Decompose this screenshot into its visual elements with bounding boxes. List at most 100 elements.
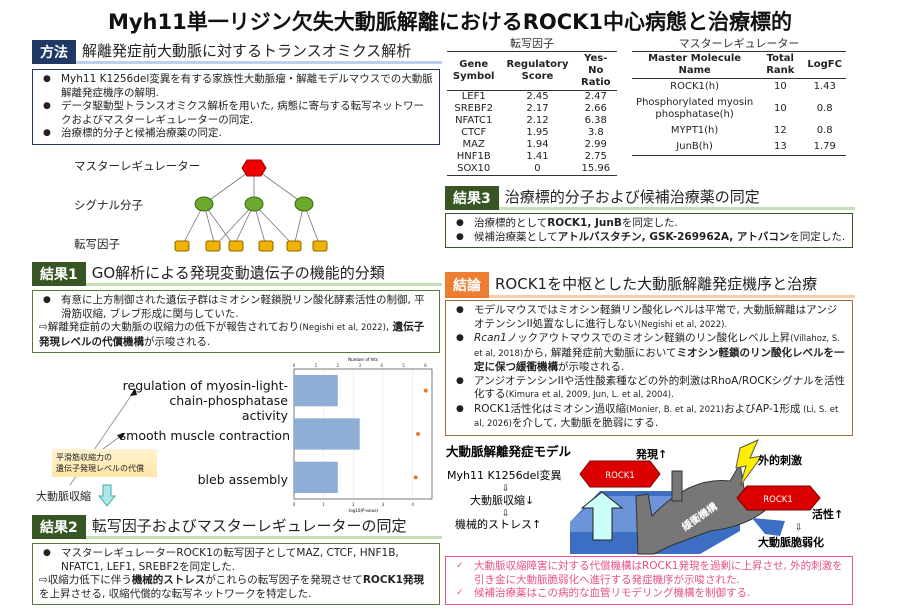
column-header: Total Rank: [766, 53, 795, 76]
conclusion-bullet: Rcan1ノックアウトマウスでのミオシン軽鎖のリン酸化レベル上昇(Villaho…: [452, 332, 846, 375]
note-text: ⇨解離発症前の大動脈の収縮力の低下が報告されており: [39, 321, 300, 333]
result2-box: マスターレギュレーターROCK1の転写因子としてMAZ, CTCF, HNF1B…: [32, 543, 440, 605]
result1-box: 有意に上方制御された遺伝子群はミオシン軽鎖脱リン酸化酵素活性の制御, 平滑筋収縮…: [32, 290, 440, 353]
emphasis: ミオシン軽鎖のリン酸化レベルを一定に保つ緩衝機構: [474, 346, 845, 374]
table-cell: ROCK1(h): [670, 81, 720, 92]
table-cell: 2.12: [526, 115, 549, 126]
table-cell: 1.95: [526, 127, 549, 138]
table-cell: CTCF: [461, 127, 487, 138]
citation: (Negishi et al, 2022): [299, 323, 386, 333]
text: を介して, 大動脈を脆弱にする.: [511, 417, 659, 429]
result2-heading: 転写因子およびマスターレギュレーターの同定: [85, 515, 442, 539]
rupture-flap: [752, 518, 785, 536]
note-sep: ,: [385, 321, 393, 333]
methods-bullet: Myh11 K1256del変異を有する家族性大動脈瘤・解離モデルマウスでの大動…: [39, 73, 433, 100]
tf-node: [258, 240, 274, 252]
methods-bullet: データ駆動型トランスオミクス解析を用いた, 病態に寄与する転写ネットワークおよび…: [39, 100, 433, 127]
table-cell: 2.66: [584, 103, 607, 114]
target-molecules: ROCK1, JunB: [547, 217, 622, 229]
column-header: Regulatory Score: [506, 59, 569, 82]
tf-node: [228, 240, 244, 252]
result3-badge: 結果3: [445, 186, 499, 210]
result1-header: 結果1 GO解析による発現変動遺伝子の機能的分類: [32, 262, 442, 286]
table-cell: 1.94: [526, 139, 549, 150]
model-title: 大動脈解離発症モデル: [446, 444, 572, 459]
note-text: が示唆される.: [144, 335, 211, 348]
table-cell: HNF1B: [456, 151, 491, 162]
table-cell: 1.43: [813, 81, 836, 92]
column-header: Gene Symbol: [452, 59, 495, 82]
note-text: ⇨収縮力低下に伴う: [39, 574, 132, 586]
table-cell: SREBF2: [454, 103, 493, 114]
note-emphasis: 機械的ストレス: [131, 574, 206, 586]
table-cell: 10: [773, 81, 787, 92]
table-cell: Phosphorylated myosin phosphatase(h): [636, 97, 754, 120]
gene-name: Rcan1: [474, 332, 507, 344]
rock1-hexagon: [736, 485, 821, 511]
table-cell: NFATC1: [455, 115, 493, 126]
text: モデルマウスではミオシン軽鎖リン酸化レベルは平常で, 大動脈解離はアンジオテンシ…: [474, 304, 838, 330]
tick-label: 5: [402, 363, 405, 368]
axis-title: Number of hits: [348, 357, 378, 362]
rock1-label: ROCK1: [763, 495, 793, 505]
pvalue-dot: [416, 432, 421, 436]
citation: (Negishi et al, 2022).: [637, 319, 728, 330]
signal-node: [194, 196, 214, 212]
conclusion-badge: 結論: [445, 272, 489, 298]
conclusion-bullet: アンジオテンシンIIや活性酸素種などの外的刺激はRhoA/ROCKシグナルを活性…: [452, 375, 846, 403]
pvalue-dot: [423, 388, 428, 393]
result2-bullet: マスターレギュレーターROCK1の転写因子としてMAZ, CTCF, HNF1B…: [39, 547, 433, 574]
table-cell: 3.8: [587, 127, 604, 138]
text: アンジオテンシンIIや活性酸素種などの外的刺激はRhoA/ROCKシグナルを活性…: [474, 374, 846, 401]
tick-label: 4: [380, 363, 383, 368]
hits-bar: [294, 375, 338, 407]
table-cell: MYPT1(h): [670, 125, 719, 136]
note-emphasis: ROCK1発現: [362, 574, 424, 586]
poster-title: Myh11単一リジン欠失大動脈解離におけるROCK1中心病態と治療標的: [107, 10, 793, 34]
result2-header: 結果2 転写因子およびマスターレギュレーターの同定: [32, 515, 442, 539]
conclusion-header: 結論 ROCK1を中枢とした大動脈解離発症機序と治療: [445, 272, 855, 298]
master-regulator-node: [241, 159, 267, 177]
down-arrow-icon: ⇩: [502, 484, 510, 494]
text: およびAP-1形成: [724, 402, 801, 415]
hits-bar: [294, 418, 360, 450]
hits-bar: [294, 461, 338, 493]
tf-table-caption: 転写因子: [510, 37, 554, 50]
tf-node: [286, 240, 302, 252]
column-header: Master Molecule Name: [648, 53, 742, 76]
up-arrow-icon: [580, 491, 624, 541]
pathogenesis-model: 大動脈解離発症モデル Myh11 K1256del変異 ⇩ 大動脈収縮↓ ⇩ 機…: [446, 439, 843, 555]
conclusion-bullet: モデルマウスではミオシン軽鎖リン酸化レベルは平常で, 大動脈解離はアンジオテンシ…: [452, 304, 846, 332]
column-header: Yes-No Ratio: [581, 53, 611, 88]
table-cell: 15.96: [581, 163, 611, 174]
conclusion-heading: ROCK1を中枢とした大動脈解離発症機序と治療: [489, 272, 855, 298]
table-cell: 1.79: [813, 141, 836, 152]
go-term-label: bleb assembly: [197, 472, 288, 487]
pvalue-dot: [413, 475, 418, 480]
tick-label: 0: [293, 363, 296, 368]
table-row: CTCF 1.95 3.8: [447, 127, 617, 139]
compensation-callout: 平滑筋収縮力の 遺伝子発現レベルの代償: [52, 449, 157, 477]
result2-badge: 結果2: [32, 515, 86, 539]
text: から, 解離発症前大動脈において: [523, 346, 677, 359]
mr-table-caption: マスターレギュレーター: [678, 37, 800, 50]
tick-label: 4: [411, 502, 414, 507]
network-diagram: [174, 159, 328, 252]
table-cell: 6.38: [584, 115, 607, 126]
table-cell: LEF1: [461, 91, 486, 102]
tf-node: [205, 240, 221, 252]
table-cell: 2.99: [584, 139, 607, 150]
table-row: NFATC1 2.12 6.38: [447, 115, 617, 127]
text: を同定した.: [621, 217, 678, 229]
result1-note: ⇨解離発症前の大動脈の収縮力の低下が報告されており(Negishi et al,…: [39, 321, 433, 349]
text: 候補治療薬として: [474, 230, 558, 243]
result1-badge: 結果1: [32, 262, 86, 286]
tick-label: 1: [322, 502, 325, 507]
